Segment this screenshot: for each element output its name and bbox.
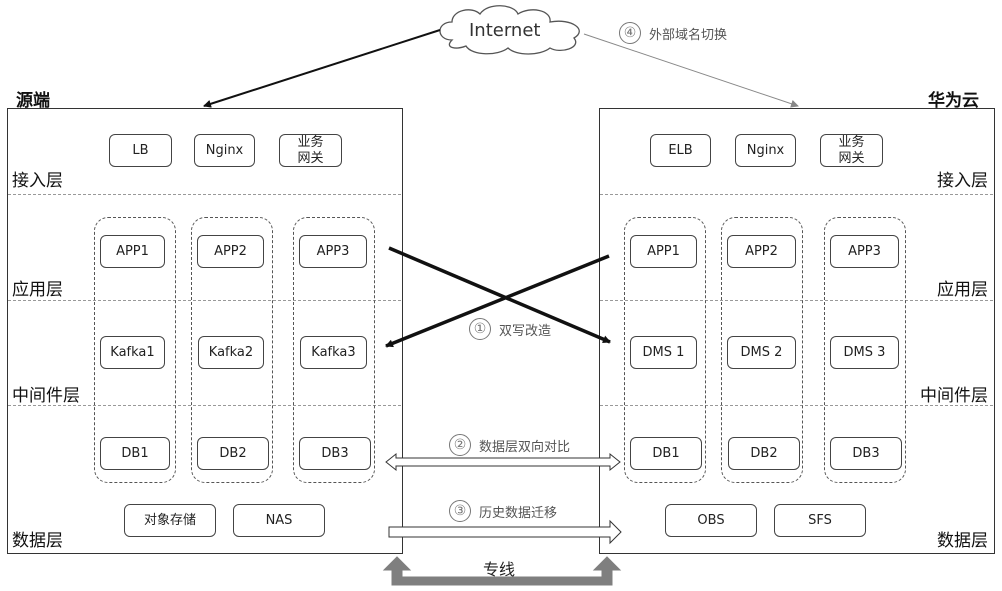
target-layer-access: 接入层 (937, 171, 988, 191)
source-group-2 (191, 217, 273, 483)
target-to-source-cross-arrow (385, 254, 610, 348)
target-group-2 (721, 217, 803, 483)
step-2-number: ② (449, 434, 471, 456)
target-app1-box: APP1 (630, 235, 697, 268)
source-sep-1 (8, 194, 401, 195)
source-app3-box: APP3 (299, 235, 367, 268)
target-elb-box: ELB (650, 134, 711, 167)
internet-to-source-arrow (203, 29, 441, 108)
step-4-number: ④ (619, 22, 641, 44)
target-sep-2 (600, 300, 993, 301)
source-layer-middleware: 中间件层 (12, 386, 80, 406)
source-layer-access: 接入层 (12, 171, 63, 191)
step-1: ① 双写改造 (469, 318, 551, 340)
target-sep-1 (600, 194, 993, 195)
step-2: ② 数据层双向对比 (449, 434, 570, 456)
target-layer-middleware: 中间件层 (920, 386, 988, 406)
bidirectional-compare-arrow (385, 452, 621, 472)
step-3-label: 历史数据迁移 (479, 505, 558, 521)
target-app3-box: APP3 (830, 235, 899, 268)
dedicated-line-arrow (382, 556, 622, 586)
step-4-label: 外部域名切换 (649, 27, 728, 43)
source-db1-box: DB1 (100, 437, 170, 470)
cloud-icon (439, 5, 580, 55)
internet-to-target-arrow (583, 33, 799, 108)
source-kafka2-box: Kafka2 (198, 336, 264, 369)
target-layer-data: 数据层 (937, 531, 988, 551)
source-object-storage-box: 对象存储 (124, 504, 216, 537)
step-3-number: ③ (449, 500, 471, 522)
source-group-1 (94, 217, 176, 483)
dedicated-line-label: 专线 (483, 560, 516, 579)
source-kafka3-box: Kafka3 (300, 336, 367, 369)
target-db1-box: DB1 (630, 437, 702, 470)
source-nas-box: NAS (233, 504, 325, 537)
target-app2-box: APP2 (727, 235, 796, 268)
target-gateway-box: 业务 网关 (820, 134, 883, 167)
target-obs-box: OBS (665, 504, 757, 537)
target-sep-3 (600, 405, 993, 406)
internet-label: Internet (469, 20, 541, 41)
source-layer-app: 应用层 (12, 280, 63, 300)
source-nginx-box: Nginx (194, 134, 255, 167)
target-nginx-box: Nginx (735, 134, 796, 167)
target-db3-box: DB3 (830, 437, 902, 470)
source-gateway-box: 业务 网关 (279, 134, 342, 167)
source-sep-3 (8, 405, 401, 406)
history-migration-arrow (388, 519, 622, 545)
source-title: 源端 (16, 91, 50, 111)
source-region (7, 108, 403, 554)
target-dms3-box: DMS 3 (830, 336, 899, 369)
target-dms1-box: DMS 1 (630, 336, 697, 369)
target-group-3 (824, 217, 906, 483)
source-app2-box: APP2 (197, 235, 264, 268)
target-title: 华为云 (928, 91, 979, 111)
target-sfs-box: SFS (774, 504, 866, 537)
target-db2-box: DB2 (728, 437, 800, 470)
source-to-target-cross-arrow (388, 246, 611, 344)
target-dms2-box: DMS 2 (727, 336, 796, 369)
step-3: ③ 历史数据迁移 (449, 500, 557, 522)
target-layer-app: 应用层 (937, 280, 988, 300)
step-1-number: ① (469, 318, 491, 340)
source-sep-2 (8, 300, 401, 301)
source-app1-box: APP1 (100, 235, 165, 268)
source-db3-box: DB3 (299, 437, 371, 470)
source-group-3 (293, 217, 375, 483)
source-db2-box: DB2 (197, 437, 269, 470)
source-lb-box: LB (109, 134, 172, 167)
step-4: ④ 外部域名切换 (619, 22, 727, 44)
step-1-label: 双写改造 (499, 323, 552, 339)
source-layer-data: 数据层 (12, 531, 63, 551)
step-2-label: 数据层双向对比 (479, 439, 571, 455)
target-group-1 (624, 217, 706, 483)
source-kafka1-box: Kafka1 (100, 336, 165, 369)
